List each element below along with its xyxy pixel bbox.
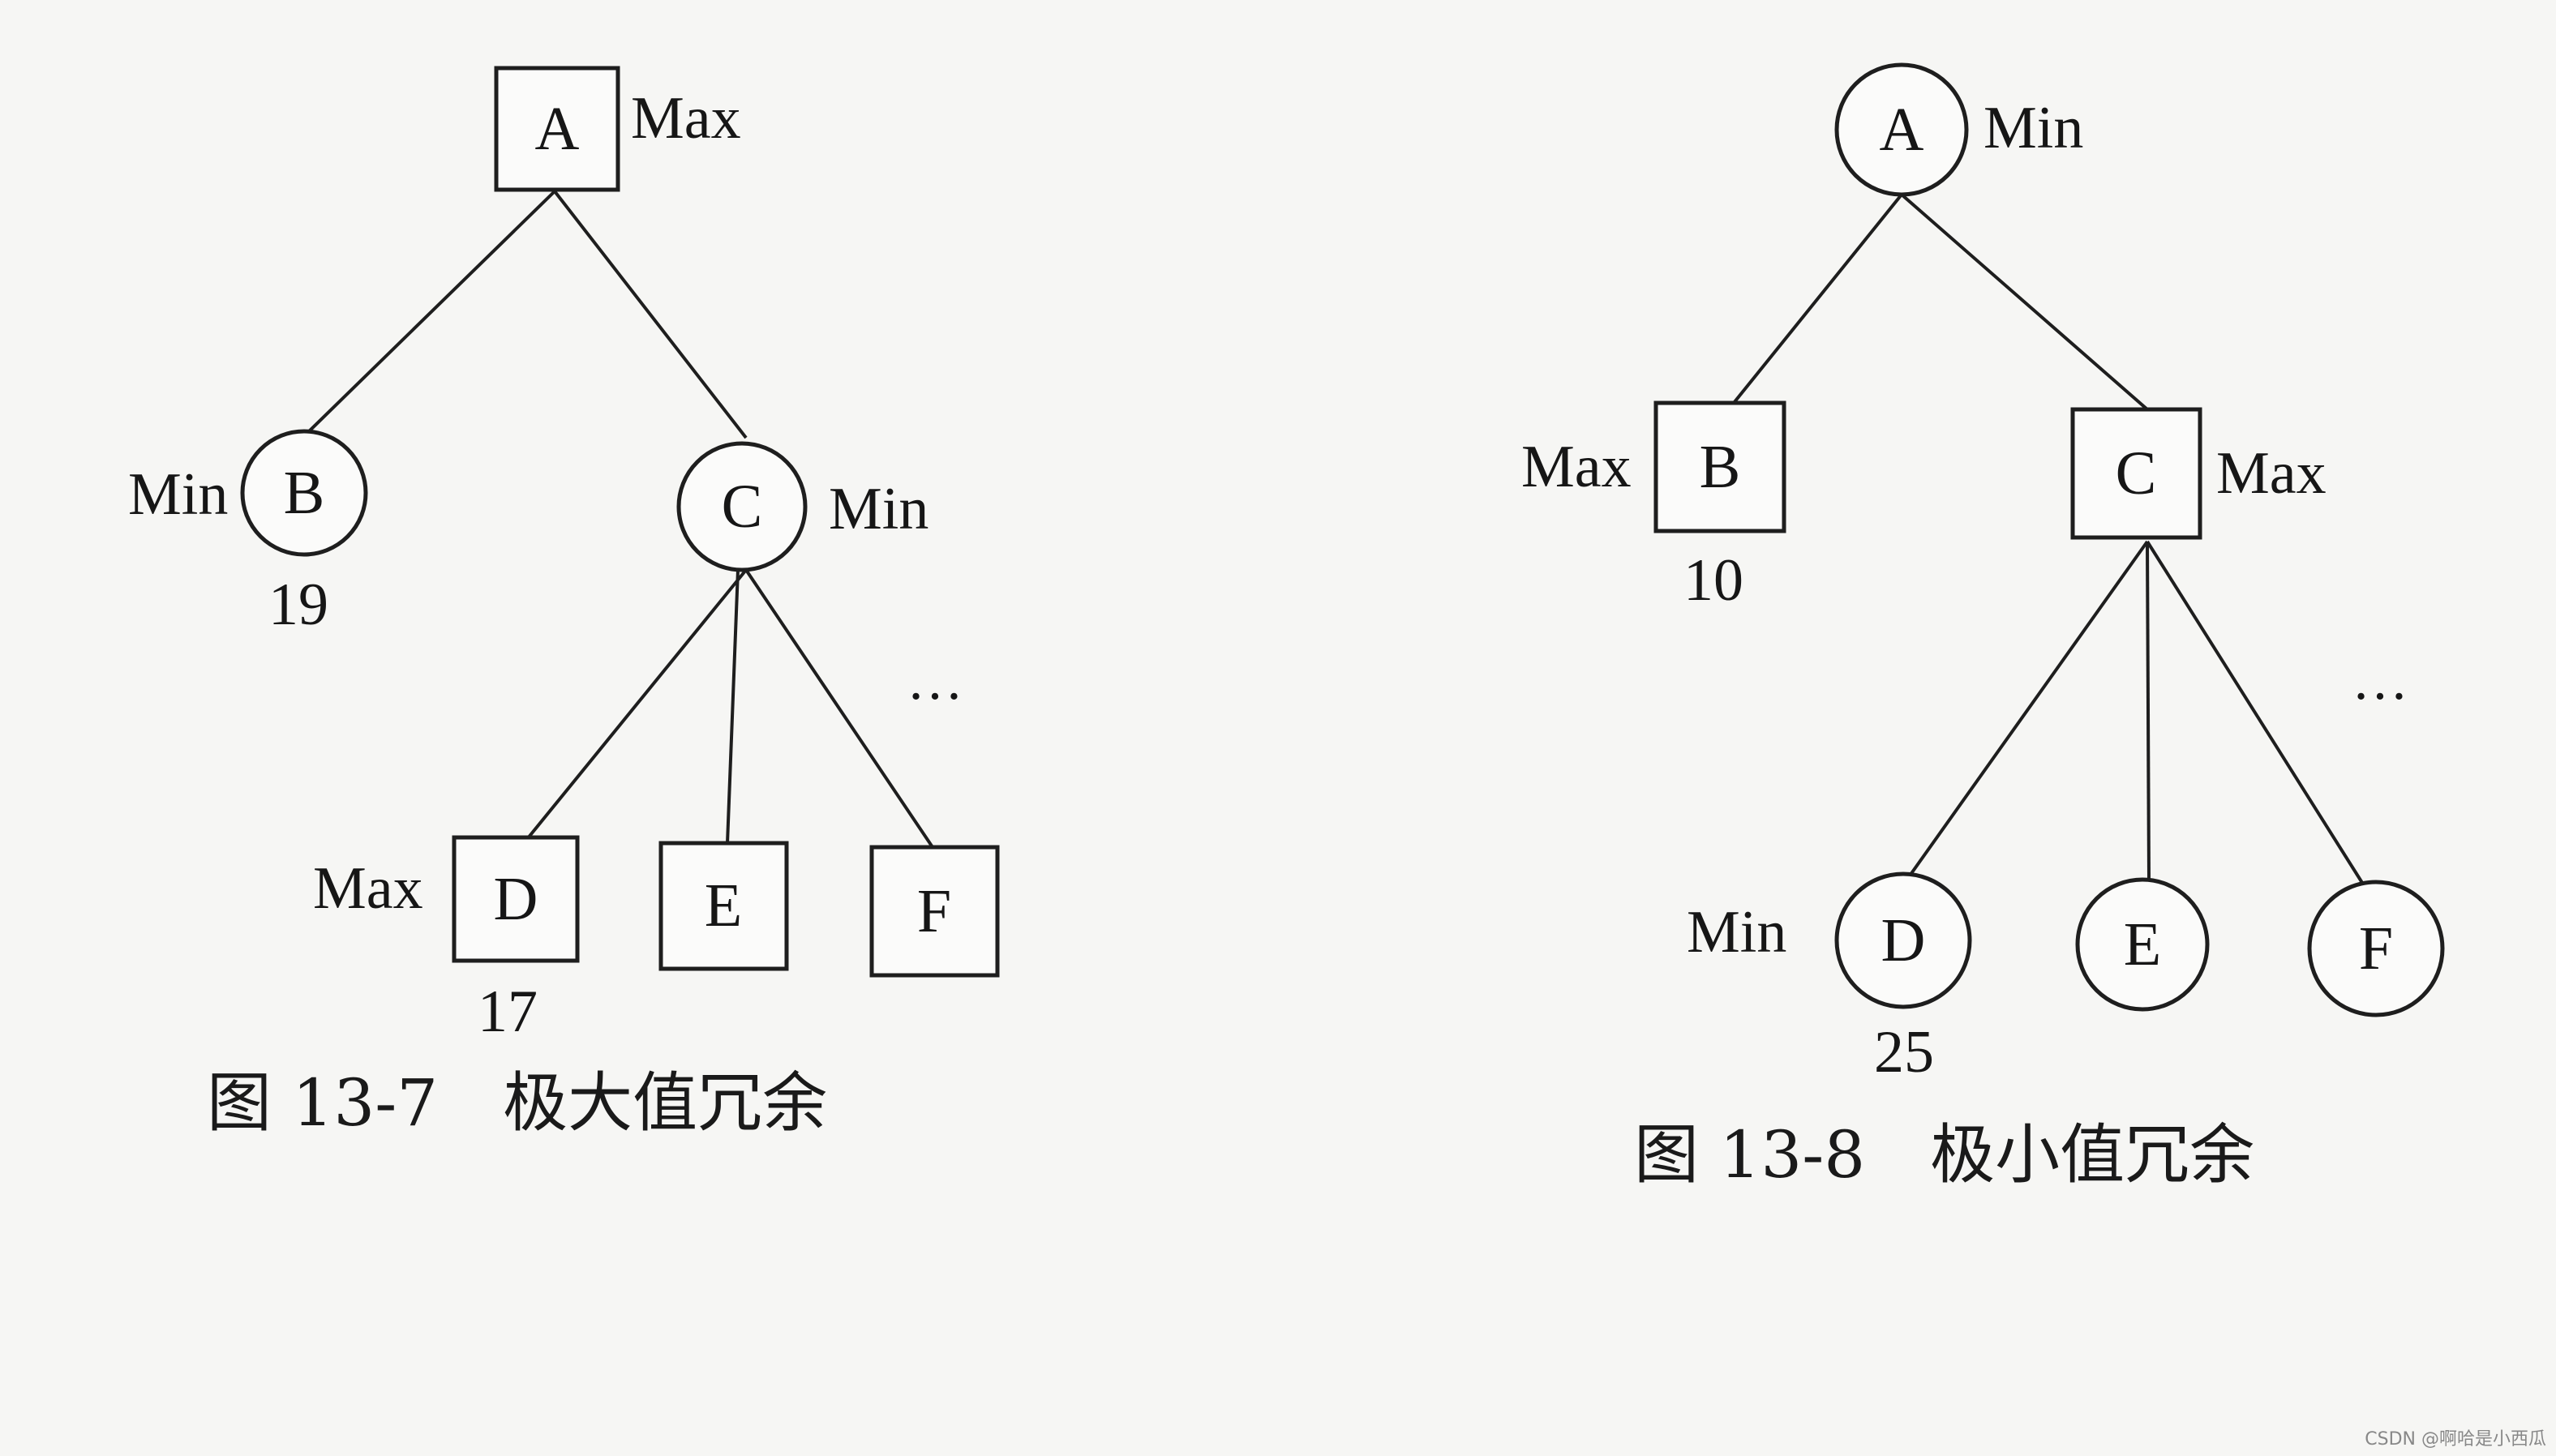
node-b-role: Max bbox=[1521, 434, 1632, 500]
node-d-label: D bbox=[1881, 906, 1926, 974]
edge-a-b bbox=[1732, 193, 1903, 405]
node-d: D bbox=[452, 835, 580, 963]
node-a: A bbox=[494, 66, 620, 192]
node-a-label: A bbox=[1880, 96, 1924, 164]
node-c-label: C bbox=[2116, 439, 2157, 507]
edge-c-f bbox=[2146, 540, 2369, 893]
edge-a-b bbox=[305, 190, 556, 435]
ellipsis-right: … bbox=[2352, 649, 2408, 712]
node-c-role: Min bbox=[829, 476, 928, 542]
node-f: F bbox=[869, 845, 1000, 978]
edge-a-c bbox=[1900, 193, 2149, 411]
node-d-role: Max bbox=[313, 855, 423, 922]
node-a-role: Min bbox=[1983, 95, 2083, 161]
edge-c-e bbox=[726, 569, 740, 844]
node-c-role: Max bbox=[2216, 440, 2327, 507]
node-d-role: Min bbox=[1687, 899, 1786, 966]
caption-13-8: 图 13-8 极小值冗余 bbox=[1634, 1117, 2254, 1193]
node-d-label: D bbox=[494, 865, 538, 933]
node-a-label: A bbox=[535, 95, 580, 163]
edge-c-e bbox=[2146, 541, 2151, 881]
edge-c-f bbox=[744, 568, 934, 849]
node-f: F bbox=[2307, 880, 2445, 1017]
node-d: D bbox=[1834, 871, 1972, 1009]
node-f-label: F bbox=[917, 877, 951, 945]
node-b: B bbox=[240, 429, 368, 557]
edge-a-c bbox=[553, 190, 748, 439]
caption-13-7: 图 13-7 极大值冗余 bbox=[207, 1065, 827, 1141]
ellipsis-left: … bbox=[907, 649, 963, 712]
watermark: CSDN @啊哈是小西瓜 bbox=[2365, 1429, 2546, 1450]
node-b-label: B bbox=[1700, 433, 1741, 501]
edge-c-d bbox=[525, 568, 748, 841]
node-f-label: F bbox=[2359, 914, 2393, 983]
node-b-role: Min bbox=[128, 461, 228, 528]
node-d-value: 25 bbox=[1874, 1019, 1934, 1086]
node-c: C bbox=[676, 441, 808, 572]
node-e-label: E bbox=[705, 871, 742, 940]
node-d-value: 17 bbox=[478, 979, 538, 1045]
node-b-value: 10 bbox=[1683, 547, 1743, 614]
node-e: E bbox=[658, 841, 789, 971]
node-a: A bbox=[1834, 62, 1969, 197]
node-e: E bbox=[2075, 877, 2210, 1012]
edge-c-d bbox=[1906, 540, 2149, 880]
node-c-label: C bbox=[722, 473, 763, 541]
figure-13-8: A Min B Max 10 C Max … D Min 25 E bbox=[1521, 62, 2445, 1193]
node-c: C bbox=[2070, 407, 2202, 540]
node-e-label: E bbox=[2124, 910, 2161, 979]
node-a-role: Max bbox=[631, 85, 741, 152]
figure-13-7: A Max B Min 19 C Min … D Max 17 E bbox=[128, 66, 1000, 1141]
node-b-value: 19 bbox=[268, 572, 328, 638]
node-b-label: B bbox=[284, 459, 325, 527]
node-b: B bbox=[1653, 400, 1786, 533]
